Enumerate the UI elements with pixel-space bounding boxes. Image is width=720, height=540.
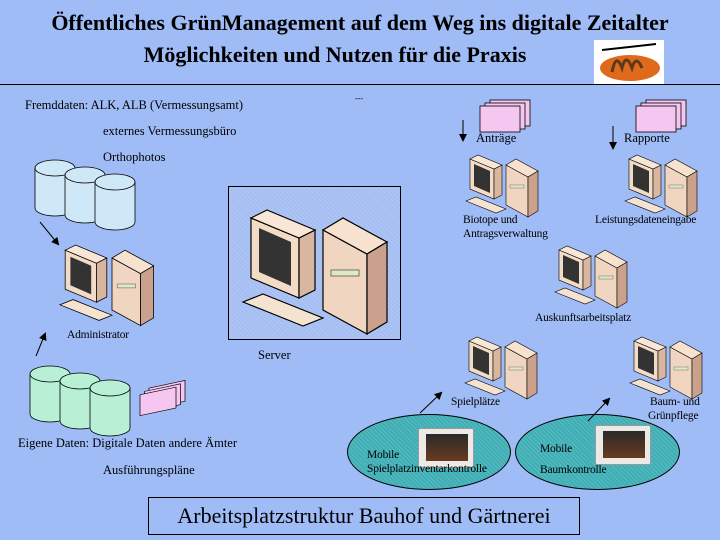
dash-mark: ---	[355, 94, 363, 103]
documents-icon	[139, 380, 186, 416]
label-leistung: Leistungsdateneingabe	[595, 214, 697, 226]
own-data-label: Eigene Daten: Digitale Daten andere Ämte…	[18, 436, 238, 450]
label-baum-2: Grünpflege	[648, 410, 699, 422]
label-biotope-2: Antragsverwaltung	[463, 228, 548, 240]
computer-biotope-icon	[465, 154, 539, 218]
title-line-1: Öffentliches GrünManagement auf dem Weg …	[51, 10, 669, 35]
computer-administrator-icon	[59, 244, 155, 327]
computer-baum-icon	[629, 336, 703, 400]
own-data-plans: Ausführungspläne	[103, 463, 195, 477]
mobile-baum-2: Baumkontrolle	[540, 464, 607, 476]
title-header: Öffentliches GrünManagement auf dem Weg …	[0, 0, 720, 85]
logo-icon	[594, 40, 664, 84]
label-rapporte: Rapporte	[624, 131, 670, 145]
label-administrator: Administrator	[67, 329, 129, 341]
label-antraege: Anträge	[476, 131, 517, 145]
database-green-icon	[29, 365, 131, 437]
computer-spiel-icon	[464, 336, 538, 400]
documents-rapporte-icon	[635, 99, 687, 133]
label-server: Server	[258, 348, 291, 362]
arrows	[35, 120, 617, 422]
label-baum-1: Baum- und	[650, 396, 700, 408]
tablet-spiel-icon	[418, 428, 474, 468]
source-vermessungsbuero: externes Vermessungsbüro	[103, 124, 237, 138]
footer-title: Arbeitsplatzstruktur Bauhof und Gärtnere…	[148, 497, 580, 535]
documents-antraege-icon	[479, 99, 531, 133]
computer-server-icon	[242, 209, 388, 335]
source-orthophotos: Orthophotos	[103, 150, 166, 164]
source-fremddaten: Fremddaten: ALK, ALB (Vermessungsamt)	[25, 98, 244, 112]
computer-leistung-icon	[624, 154, 698, 218]
arrow-db-to-admin	[39, 221, 60, 246]
computer-auskunft-icon	[554, 245, 628, 309]
mobile-spiel-1: Mobile	[367, 449, 400, 461]
arrow-mobile-baum	[587, 397, 611, 422]
tablet-baum-icon	[595, 425, 651, 465]
arrow-mobile-spiel	[419, 391, 443, 414]
mobile-spielplatz-ellipse	[347, 414, 511, 490]
arrow-own-to-admin	[35, 332, 47, 357]
label-biotope-1: Biotope und	[463, 214, 518, 226]
mobile-spiel-2: Spielplatzinventarkontrolle	[367, 463, 487, 475]
mobile-baum-1: Mobile	[540, 443, 573, 455]
database-blue-icon	[34, 159, 136, 231]
label-spielplaetze: Spielplätze	[451, 396, 500, 408]
title-line-2: Möglichkeiten und Nutzen für die Praxis	[143, 42, 527, 67]
label-auskunft: Auskunftsarbeitsplatz	[535, 312, 632, 324]
